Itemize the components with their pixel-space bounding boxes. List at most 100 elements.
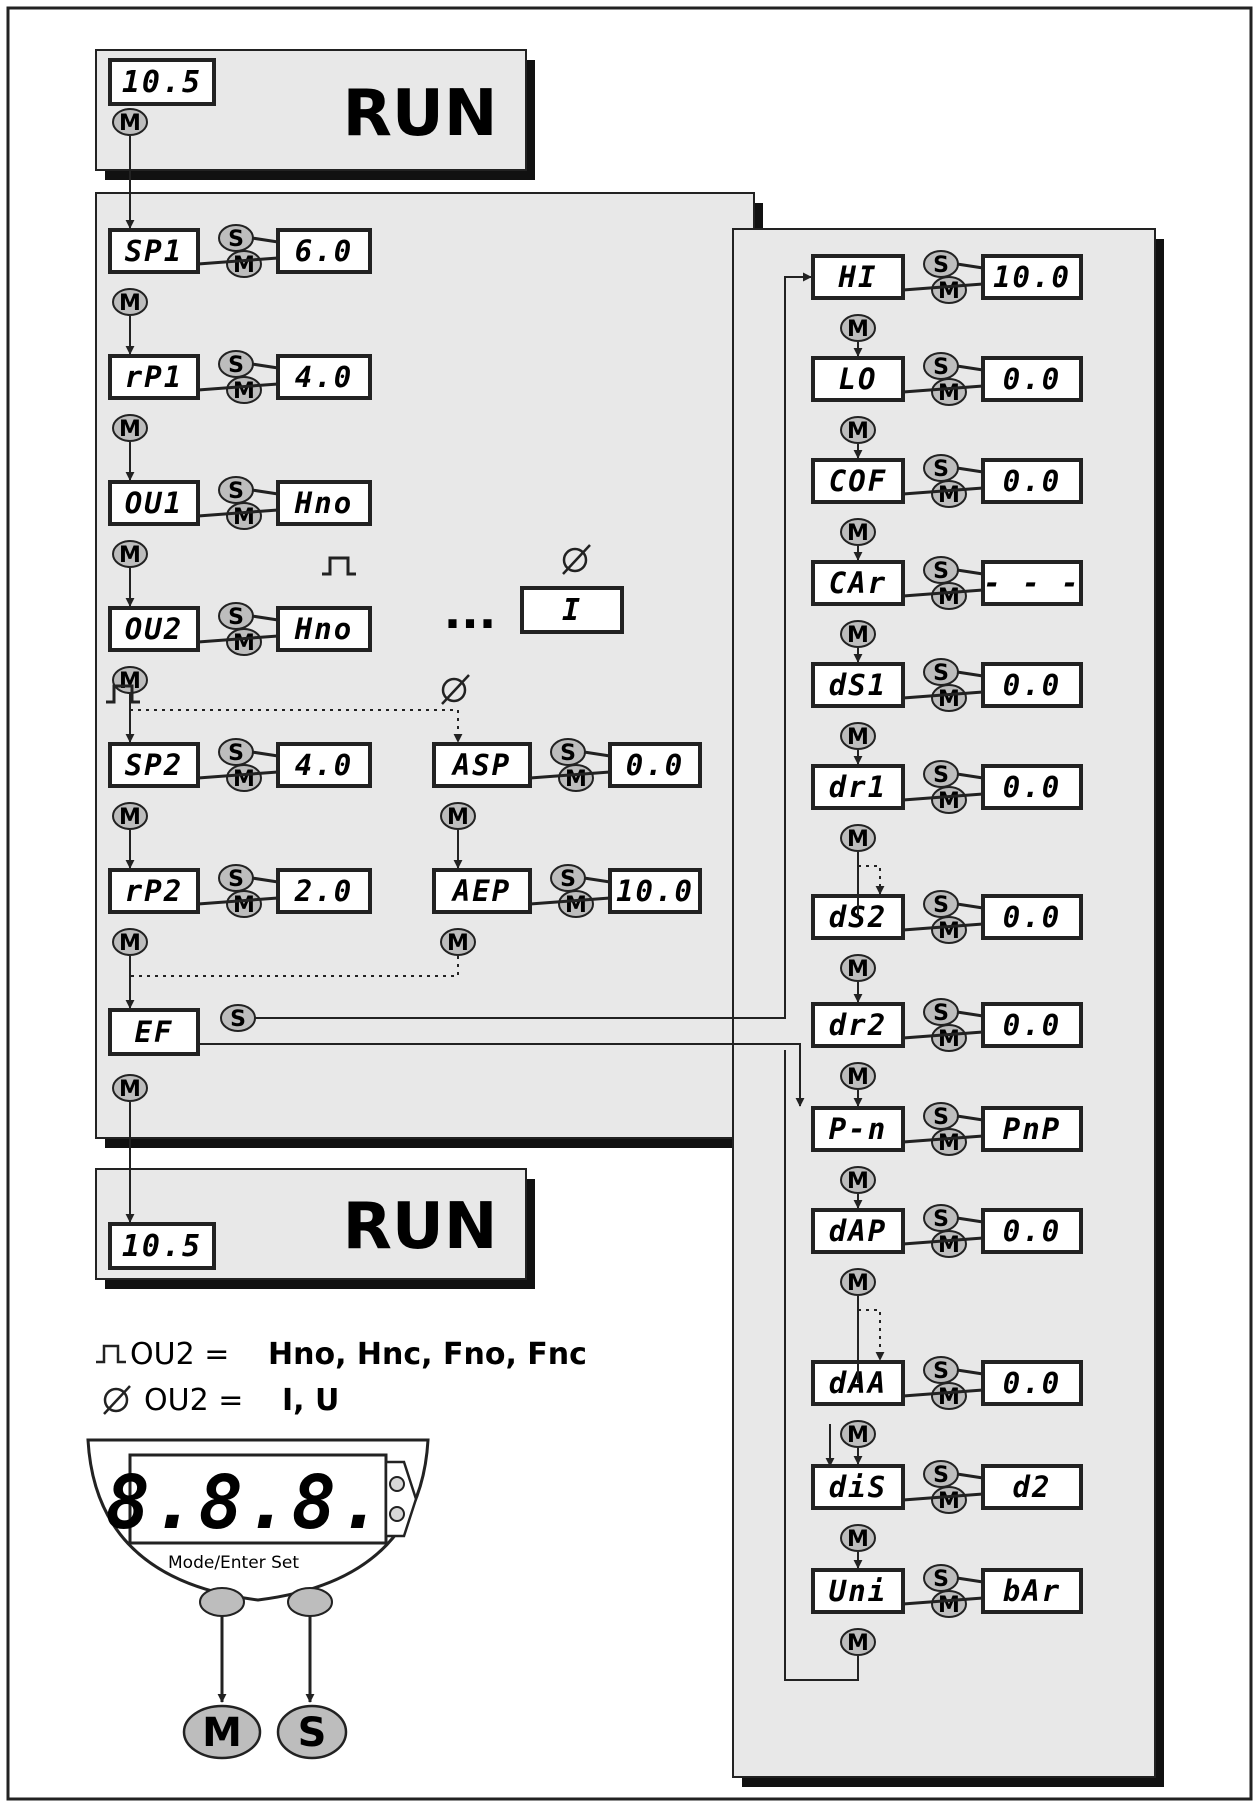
right-dAP-value: 0.0 — [1003, 1214, 1061, 1248]
left-OU2-param-box — [108, 606, 200, 652]
right-dS2-set-key-label: S — [933, 893, 949, 918]
right-dS2-mode-key-label: M — [938, 919, 960, 944]
right-HI-value: 10.0 — [993, 260, 1071, 294]
analog-AEP-next-key-label: M — [447, 931, 469, 956]
left-OU2-next-key-label: M — [119, 669, 141, 694]
mode-key-symbol-label: M — [202, 1710, 242, 1756]
right-dr1-next-key — [840, 824, 876, 852]
right-COF-set-arrow — [956, 466, 984, 474]
right-dAP-mode-key — [931, 1230, 967, 1258]
right-P-n-next-key — [840, 1166, 876, 1194]
switch-rP2-next-key — [112, 928, 148, 956]
switch-rP2-set-key-label: S — [228, 867, 244, 892]
right-dr2-param-box — [811, 1002, 905, 1048]
left-SP1-param-box — [108, 228, 200, 274]
switch-pulse-icon — [96, 1344, 126, 1364]
right-LO-value: 0.0 — [1003, 362, 1061, 396]
right-HI-mode-key — [931, 276, 967, 304]
right-dS1-set-key-label: S — [933, 661, 949, 686]
analog-ASP-set-arrow — [583, 750, 611, 758]
device-display-value: 8.8.8. — [105, 1460, 384, 1546]
ef-next-key — [112, 1074, 148, 1102]
left-rP1-set-arrow — [251, 362, 279, 370]
right-dr1-value-box — [981, 764, 1083, 810]
connector-line — [130, 709, 463, 743]
right-diS-value: d2 — [1013, 1470, 1052, 1504]
right-dr2-next-key — [840, 1062, 876, 1090]
right-dAA-set-key-label: S — [933, 1359, 949, 1384]
right-dr2-mode-key — [931, 1024, 967, 1052]
right-HI-value-box — [981, 254, 1083, 300]
right-HI-next-key — [840, 314, 876, 342]
right-Uni-next-key — [840, 1628, 876, 1656]
right-dr1-set-arrow — [956, 772, 984, 780]
legend-analog-values: I, U — [282, 1383, 339, 1418]
legend-analog-label: OU2 = — [144, 1383, 243, 1418]
left-rP1-set-key-label: S — [228, 353, 244, 378]
right-diS-set-key-label: S — [933, 1463, 949, 1488]
left-SP1-set-arrow — [251, 236, 279, 244]
set-key-symbol — [276, 1704, 348, 1760]
left-rP1-next-key — [112, 414, 148, 442]
analog-AEP-value: 10.0 — [616, 874, 694, 908]
led-indicator — [389, 1506, 405, 1522]
analog-ASP-set-key-label: S — [560, 741, 576, 766]
right-dr1-mode-key-label: M — [938, 789, 960, 814]
right-HI-param: HI — [838, 260, 878, 294]
ef-param: EF — [135, 1015, 174, 1049]
left-SP1-param: SP1 — [125, 234, 183, 268]
right-dr2-mode-arrow — [902, 1030, 984, 1040]
mode-enter-button[interactable] — [199, 1587, 245, 1617]
right-HI-param-box — [811, 254, 905, 300]
right-dS1-mode-key-label: M — [938, 687, 960, 712]
switch-SP2-set-arrow — [251, 750, 279, 758]
right-COF-next-key-label: M — [847, 521, 869, 546]
right-dr1-param-box — [811, 764, 905, 810]
right-LO-param: LO — [839, 362, 878, 396]
right-dAP-next-key-label: M — [847, 1271, 869, 1296]
right-dr2-param: dr2 — [829, 1008, 887, 1042]
right-diS-next-key — [840, 1524, 876, 1552]
left-OU1-value: Hno — [294, 486, 353, 520]
left-OU2-value-box — [276, 606, 372, 652]
top-run-display — [108, 58, 216, 106]
switch-rP2-next-key-label: M — [119, 931, 141, 956]
left-OU2-mode-key-label: M — [233, 631, 255, 656]
left-OU1-set-key-label: S — [228, 479, 244, 504]
right-CAr-mode-arrow — [902, 588, 984, 598]
right-COF-mode-key — [931, 480, 967, 508]
analog-output-icon — [562, 544, 591, 575]
right-Uni-mode-key-label: M — [938, 1593, 960, 1618]
right-dS1-mode-arrow — [902, 690, 984, 700]
right-Uni-set-arrow — [956, 1576, 984, 1584]
right-dAP-set-key-label: S — [933, 1207, 949, 1232]
right-dr1-next-key-label: M — [847, 827, 869, 852]
set-key-symbol-label: S — [298, 1710, 327, 1756]
right-COF-mode-key-label: M — [938, 483, 960, 508]
switch-rP2-mode-arrow — [197, 896, 279, 906]
bottom-run-panel — [95, 1168, 535, 1289]
right-dS2-next-key-label: M — [847, 957, 869, 982]
right-LO-set-key-label: S — [933, 355, 949, 380]
switch-SP2-mode-key — [226, 764, 262, 792]
connector-line — [255, 272, 812, 1019]
analog-ASP-mode-key — [558, 764, 594, 792]
analog-ASP-next-key-label: M — [447, 805, 469, 830]
right-dS1-next-key — [840, 722, 876, 750]
analog-ASP-value-box — [608, 742, 702, 788]
switch-SP2-mode-key-label: M — [233, 767, 255, 792]
analog-AEP-param: AEP — [451, 874, 511, 908]
right-dAP-mode-arrow — [902, 1236, 984, 1246]
right-dAA-mode-key — [931, 1382, 967, 1410]
right-LO-mode-arrow — [902, 384, 984, 394]
set-button[interactable] — [287, 1587, 333, 1617]
run-mode-key — [112, 108, 148, 136]
left-OU1-mode-key-label: M — [233, 505, 255, 530]
switch-SP2-param: SP2 — [125, 748, 183, 782]
right-diS-mode-key-label: M — [938, 1489, 960, 1514]
right-dS1-value: 0.0 — [1003, 668, 1061, 702]
analog-ASP-param-box — [432, 742, 532, 788]
run-mode-key-label: M — [119, 111, 141, 136]
analog-ASP-param: ASP — [451, 748, 511, 782]
